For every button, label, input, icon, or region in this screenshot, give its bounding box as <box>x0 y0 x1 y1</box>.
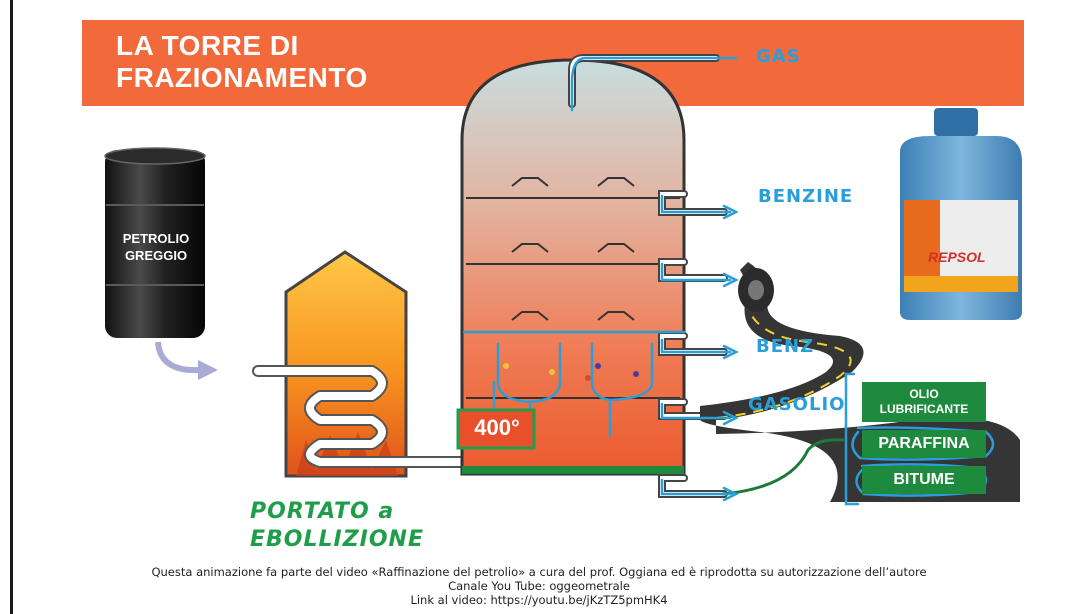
left-border <box>10 0 13 614</box>
barrel-label-line-1: PETROLIO <box>122 231 190 246</box>
label-benz: BENZ <box>756 336 815 357</box>
brand-label: REPSOL <box>928 249 986 265</box>
sign-olio-lubrificante: OLIO LUBRIFICANTE <box>862 382 986 422</box>
sign-bitume: BITUME <box>862 466 986 494</box>
label-gasolio: GASOLIO <box>748 394 846 415</box>
bitumen-connector <box>721 438 845 496</box>
feed-arrowhead <box>198 360 218 380</box>
page-title: LA TORRE DI FRAZIONAMENTO <box>116 30 368 94</box>
oil-bottle <box>900 108 1022 320</box>
footer-line-2: Canale You Tube: oggeometrale <box>448 579 630 593</box>
boiling-annotation-line-1: PORTATO a <box>250 499 395 524</box>
oil-barrel <box>104 147 206 338</box>
sign-olio-line-2: LUBRIFICANTE <box>879 402 969 416</box>
boiling-annotation-line-2: EBOLLIZIONE <box>250 527 425 552</box>
feed-arrow <box>155 341 201 374</box>
title-line-2: FRAZIONAMENTO <box>116 62 368 93</box>
footer-credits: Questa animazione fa parte del video «Ra… <box>0 565 1078 607</box>
barrel-label-line-2: GREGGIO <box>124 248 188 263</box>
fractionation-tower <box>460 58 686 476</box>
sign-paraffina: PARAFFINA <box>862 430 986 458</box>
footer-link[interactable]: Link al video: https://youtu.be/jKzTZ5pm… <box>410 593 668 607</box>
boiling-annotation: PORTATO a EBOLLIZIONE <box>250 498 424 554</box>
footer-line-1: Questa animazione fa parte del video «Ra… <box>151 565 927 579</box>
barrel-label: PETROLIO GREGGIO <box>116 230 196 264</box>
temperature-box <box>456 408 536 450</box>
label-gas: GAS <box>756 46 801 67</box>
temperature-label: 400° <box>474 415 520 440</box>
sign-olio-line-1: OLIO <box>909 387 939 401</box>
label-benzine: BENZINE <box>758 186 854 207</box>
title-line-1: LA TORRE DI <box>116 30 299 61</box>
blue-annotations <box>462 56 995 506</box>
